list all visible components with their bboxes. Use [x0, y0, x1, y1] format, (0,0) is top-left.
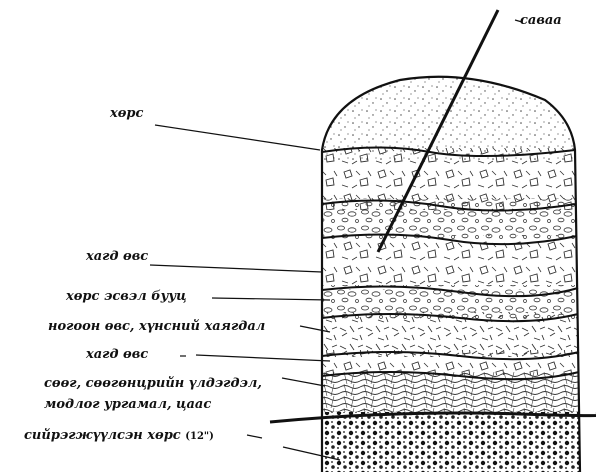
- label-branches-line-2: модлог ургамал, цаас: [44, 397, 211, 413]
- label-dry-grass-top: хагд өвс: [86, 249, 148, 265]
- label-green-grass-food-waste: ногоон өвс, хүнсний хаягдал: [48, 319, 265, 335]
- label-soil: хөрс: [110, 106, 143, 122]
- label-loosened-soil-text: сийрэгжүүлсэн хөрс: [24, 428, 181, 443]
- label-branches-line-1: сөөг, сөөгөнцрийн үлдэгдэл,: [44, 376, 262, 392]
- label-loosened-soil: сийрэгжүүлсэн хөрс (12"): [24, 428, 214, 445]
- label-stick: савaa: [520, 13, 562, 29]
- label-dry-grass-bottom: хагд өвс: [86, 347, 148, 363]
- label-soil-or-manure: хөрс эсвэл бууц: [66, 289, 187, 305]
- label-loosened-soil-depth: (12"): [185, 431, 214, 442]
